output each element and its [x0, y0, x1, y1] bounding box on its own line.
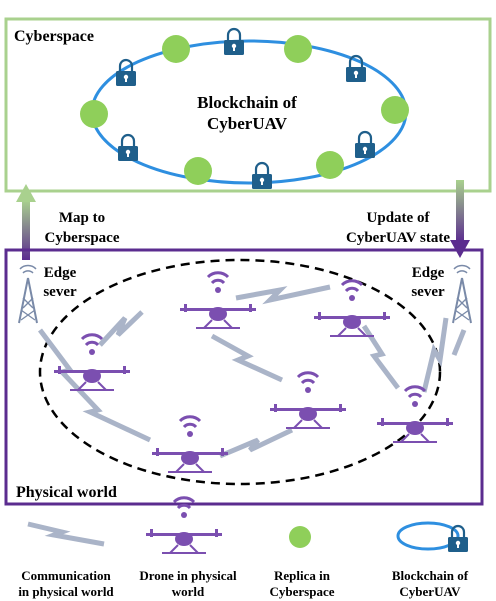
replica-node — [162, 35, 190, 63]
blockchain-label-line2: CyberUAV — [207, 114, 288, 133]
map-label-line1: Map to — [59, 210, 105, 226]
left-edge-tower-icon — [18, 264, 38, 324]
communication-link — [451, 329, 467, 356]
legend-communication-line2: in physical world — [18, 584, 114, 599]
physical-world-title: Physical world — [16, 484, 117, 501]
update-label-line1: Update of — [367, 210, 431, 226]
communication-link — [98, 310, 144, 347]
legend-replica-line2: Cyberspace — [270, 584, 335, 599]
communication-link — [235, 284, 331, 305]
physical-world-box — [4, 248, 484, 506]
coverage-area — [38, 258, 442, 486]
map-label-line2: Cyberspace — [45, 230, 120, 246]
communication-link — [421, 317, 449, 393]
legend — [27, 496, 470, 556]
legend-blockchain-line1: Blockchain of — [392, 568, 469, 583]
edge-right-line1: Edge — [412, 265, 445, 281]
drone-icon — [178, 271, 258, 331]
legend-drone-line1: Drone in physical — [139, 568, 237, 583]
lock-icon — [353, 130, 377, 160]
legend-drone-line2: world — [172, 584, 205, 599]
communication-link — [219, 427, 294, 459]
cyberspace-title: Cyberspace — [14, 28, 94, 45]
legend-communication-line1: Communication — [21, 568, 111, 583]
edge-left-line1: Edge — [44, 265, 77, 281]
update-label-line2: CyberUAV state — [346, 230, 450, 246]
replica-node — [316, 151, 344, 179]
lock-icon — [222, 27, 246, 57]
replica-node — [184, 157, 212, 185]
legend-communication-icon — [27, 521, 105, 547]
blockchain-label-line1: Blockchain of — [197, 93, 297, 112]
drone-icon — [150, 415, 230, 475]
legend-lock-icon — [446, 524, 470, 554]
legend-blockchain-ring-icon — [396, 521, 460, 551]
cyberspace-box — [4, 17, 492, 193]
edge-right-line2: sever — [411, 284, 445, 300]
drone-icon — [375, 385, 455, 445]
communication-link — [361, 324, 400, 390]
map-to-cyberspace-arrow — [16, 184, 36, 260]
lock-icon — [250, 161, 274, 191]
legend-replica-line1: Replica in — [274, 568, 331, 583]
replica-node — [80, 100, 108, 128]
replica-node — [284, 35, 312, 63]
legend-replica-icon — [289, 526, 311, 548]
replica-node — [381, 96, 409, 124]
communication-link — [210, 333, 284, 383]
right-edge-tower-icon — [452, 264, 472, 324]
legend-drone-icon — [144, 496, 224, 556]
blockchain-ring — [90, 39, 408, 185]
legend-blockchain-line2: CyberUAV — [399, 584, 461, 599]
edge-left-line2: sever — [43, 284, 77, 300]
lock-icon — [116, 133, 140, 163]
communication-link — [38, 328, 152, 443]
